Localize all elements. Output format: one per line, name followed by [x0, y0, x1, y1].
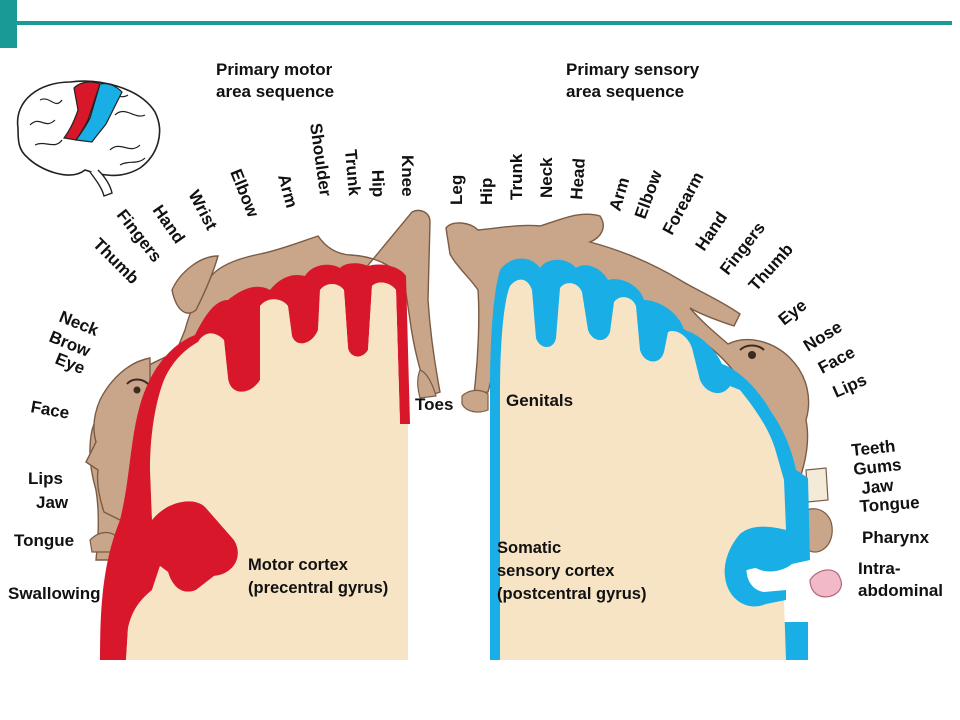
sensory-label-pharynx: Pharynx	[862, 528, 930, 547]
accent-line	[17, 21, 952, 25]
motor-label-trunk: Trunk	[341, 149, 364, 197]
sensory-foot	[461, 389, 489, 413]
sensory-label-trunk: Trunk	[507, 153, 526, 200]
motor-label-wrist: Wrist	[184, 187, 221, 233]
sensory-label-gums: Gums	[852, 455, 902, 479]
motor-label-jaw: Jaw	[36, 493, 69, 512]
sensory-label-arm: Arm	[606, 175, 634, 213]
sensory-label-hip: Hip	[477, 178, 496, 205]
sensory-header-line-2: area sequence	[566, 82, 684, 101]
sensory-label-lips: Lips	[830, 370, 870, 402]
motor-caption-line-2: (precentral gyrus)	[248, 579, 388, 597]
sensory-label-hand: Hand	[692, 208, 732, 254]
sensory-label-genitals: Genitals	[506, 391, 573, 410]
sensory-label-neck: Neck	[537, 157, 556, 198]
motor-hand	[171, 255, 219, 314]
sensory-caption-line-3: (postcentral gyrus)	[497, 585, 646, 603]
motor-toes	[417, 369, 437, 399]
motor-header-line-2: area sequence	[216, 82, 334, 101]
sensory-label-forearm: Forearm	[659, 169, 708, 238]
brain-inset-icon	[16, 80, 161, 197]
motor-label-lips: Lips	[28, 469, 63, 488]
sensory-label-jaw: Jaw	[860, 476, 895, 498]
accent-block	[0, 0, 17, 48]
sensory-caption-line-1: Somatic	[497, 539, 561, 557]
motor-caption-line-1: Motor cortex	[248, 556, 349, 574]
motor-label-arm: Arm	[274, 172, 301, 210]
sensory-label-intra: Intra-	[858, 559, 901, 578]
motor-label-elbow: Elbow	[226, 166, 263, 220]
sensory-eye-icon	[748, 351, 756, 359]
motor-label-tongue: Tongue	[14, 531, 74, 550]
sensory-label-tongue: Tongue	[859, 493, 920, 516]
motor-header-line-1: Primary motor	[216, 60, 333, 79]
sensory-white-matter	[500, 279, 786, 660]
motor-label-hip: Hip	[368, 169, 388, 197]
motor-cortex-band	[100, 263, 410, 660]
sensory-label-leg: Leg	[447, 175, 466, 205]
motor-label-toes: Toes	[415, 395, 453, 414]
sensory-label-eye: Eye	[775, 296, 811, 330]
motor-label-swallowing: Swallowing	[8, 584, 101, 603]
motor-white-matter	[126, 282, 408, 660]
motor-eye-icon	[133, 386, 141, 394]
sensory-label-abdominal: abdominal	[858, 581, 943, 600]
motor-hemisphere	[85, 209, 441, 660]
sensory-caption-line-2: sensory cortex	[497, 562, 615, 580]
sensory-label-head: Head	[567, 157, 589, 200]
sensory-label-elbow: Elbow	[631, 167, 666, 221]
sensory-header-line-1: Primary sensory	[566, 60, 700, 79]
sensory-hemisphere	[445, 213, 842, 660]
sensory-intestine	[809, 569, 842, 598]
motor-label-face: Face	[29, 397, 70, 422]
motor-label-shoulder: Shoulder	[306, 122, 335, 198]
motor-label-knee: Knee	[398, 155, 417, 197]
sensory-label-teeth: Teeth	[850, 436, 896, 460]
sensory-pharynx	[805, 508, 833, 553]
